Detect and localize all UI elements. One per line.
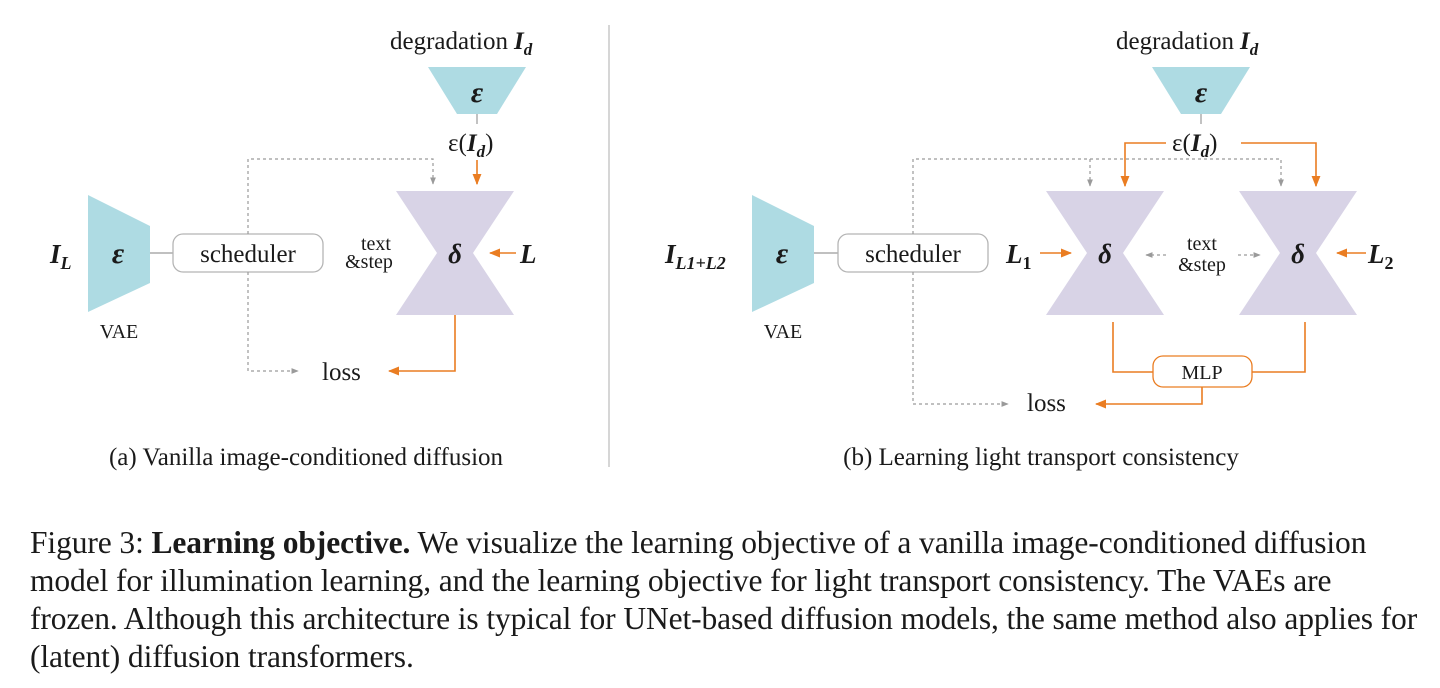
encoded-arrow-b2 xyxy=(1241,142,1321,188)
noise-path-b xyxy=(912,158,1284,234)
step-label-b: &step xyxy=(1178,254,1226,276)
output-path-b1 xyxy=(1112,322,1153,373)
noise-path-a xyxy=(247,158,436,234)
encoder-symbol-a: ε xyxy=(471,76,484,109)
caption-b: (b) Learning light transport consistency xyxy=(843,444,1239,471)
vae-symbol-a: ε xyxy=(112,237,125,270)
loss-label-a: loss xyxy=(322,359,361,386)
figure-caption-bold: Learning objective. xyxy=(151,525,411,560)
vae-label-b: VAE xyxy=(764,321,803,343)
caption-a: (a) Vanilla image-conditioned diffusion xyxy=(109,444,504,471)
input-image-label-a: IL xyxy=(49,239,72,273)
light2-label-b: L2 xyxy=(1367,239,1394,273)
target-path-a xyxy=(247,272,299,374)
text-label-a: text xyxy=(361,233,391,255)
mlp-label-b: MLP xyxy=(1181,362,1222,384)
encoded-arrow-b1 xyxy=(1120,142,1166,188)
light-label-a: L xyxy=(519,239,537,269)
vae-encoder-b xyxy=(752,195,814,312)
vae-label-a: VAE xyxy=(100,321,139,343)
unet-b2 xyxy=(1239,191,1357,315)
unet-symbol-b2: δ xyxy=(1291,239,1305,269)
unet-symbol-b1: δ xyxy=(1098,239,1112,269)
light1-label-b: L1 xyxy=(1005,239,1032,273)
degradation-encoder-a xyxy=(428,67,526,114)
degradation-encoder-b xyxy=(1152,67,1250,114)
unet-a xyxy=(396,191,514,315)
input-image-label-b: IL1+L2 xyxy=(664,239,726,273)
step-label-a: &step xyxy=(345,251,393,273)
encoded-degradation-label-b: ε(Id) xyxy=(1172,130,1217,161)
output-path-b2 xyxy=(1252,322,1306,373)
mlp-to-loss-b xyxy=(1094,387,1203,409)
loss-label-b: loss xyxy=(1027,390,1066,417)
output-path-a xyxy=(387,315,456,376)
target-path-b xyxy=(912,272,1009,407)
encoder-symbol-b: ε xyxy=(1195,76,1208,109)
figure-caption-body: We visualize the learning objective of a… xyxy=(30,525,1418,674)
encoded-degradation-label-a: ε(Id) xyxy=(448,130,493,161)
unet-b1 xyxy=(1046,191,1164,315)
unet-symbol-a: δ xyxy=(448,239,462,269)
figure-caption: Figure 3: Learning objective. We visuali… xyxy=(30,524,1425,676)
figure-caption-prefix: Figure 3: xyxy=(30,525,152,560)
vae-symbol-b: ε xyxy=(776,237,789,270)
scheduler-label-b: scheduler xyxy=(865,241,961,268)
vae-encoder-a xyxy=(88,195,150,312)
scheduler-label-a: scheduler xyxy=(200,241,296,268)
text-label-b: text xyxy=(1187,233,1217,255)
